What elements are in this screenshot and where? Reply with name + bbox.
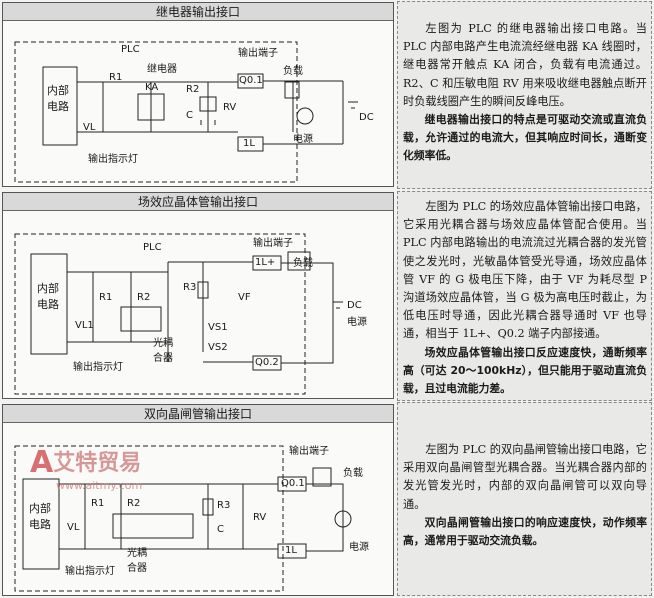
q-terminal: Q0.2: [255, 357, 279, 368]
watermark-url: www.aitmy.com: [56, 479, 143, 492]
section-title: 场效应晶体管输出接口: [3, 193, 393, 211]
section-title: 双向晶闸管输出接口: [3, 405, 393, 423]
r1-label: R1: [109, 72, 123, 83]
fet-circuit-diagram: PLC 内部电路 R1 R2 VL1 R3 VF VS1 VS2 输出端子 1L…: [3, 212, 393, 398]
q-terminal: Q0.1: [239, 75, 263, 86]
triac-circuit-diagram: 内部电路 R1 R2 VL R3 C RV 输出端子 Q0.1 负载 1L 电源…: [3, 424, 393, 595]
fet-output-section: 场效应晶体管输出接口 PLC 内部电路 R1 R2 VL1 R3 VF VS1 …: [2, 192, 394, 399]
terminal-label: 输出端子: [289, 446, 329, 457]
indicator-label: 输出指示灯: [88, 154, 138, 165]
watermark-a-icon: A: [30, 445, 54, 480]
r3-label: R3: [183, 282, 197, 293]
r2-label: R2: [186, 84, 200, 95]
relay-circuit-wires: [14, 41, 358, 183]
fet-circuit-wires: [14, 233, 343, 395]
internal-circuit-label: 内部电路: [37, 282, 59, 311]
c-label: C: [186, 110, 193, 121]
fet-description: 左图为 PLC 的场效应晶体管输出接口电路，它采用光耦合器与场效应晶体管配合使用…: [397, 191, 652, 401]
load-label: 负载: [293, 258, 313, 269]
q-terminal: Q0.1: [281, 478, 305, 489]
relay-description: 左图为 PLC 的继电器输出接口电路。当 PLC 内部电路产生电流流经继电器 K…: [397, 1, 652, 189]
load-label: 负载: [343, 468, 363, 479]
internal-circuit-label: 内部电路: [47, 84, 69, 113]
dc-label: DC: [347, 300, 362, 311]
internal-circuit-label: 内部电路: [29, 502, 51, 531]
l-terminal: 1L: [243, 138, 255, 149]
c-label: C: [217, 524, 224, 535]
source-label: 电源: [347, 317, 367, 328]
ka-label: KA: [145, 82, 159, 93]
relay-output-section: 继电器输出接口 PLC 内部电路 R1 VL KA 继电器 R2 C RV 输出…: [2, 2, 394, 187]
vl-label: VL: [83, 122, 96, 133]
vs2-label: VS2: [208, 342, 228, 353]
terminal-label: 输出端子: [238, 48, 278, 59]
r1-label: R1: [99, 292, 113, 303]
r1-label: R1: [91, 498, 105, 509]
r2-label: R2: [137, 292, 151, 303]
rv-label: RV: [253, 512, 267, 523]
dc-label: DC: [359, 112, 374, 123]
description-text: 左图为 PLC 的继电器输出接口电路。当 PLC 内部电路产生电流流经继电器 K…: [403, 22, 647, 108]
plc-label: PLC: [121, 44, 140, 55]
vs1-label: VS1: [208, 322, 228, 333]
indicator-label: 输出指示灯: [65, 566, 115, 577]
relay-label: 继电器: [147, 64, 177, 75]
plc-label: PLC: [143, 242, 162, 253]
triac-circuit-wires: [14, 445, 352, 592]
relay-circuit-diagram: PLC 内部电路 R1 VL KA 继电器 R2 C RV 输出端子 Q0.1 …: [3, 22, 393, 186]
vl-label: VL: [67, 522, 80, 533]
rv-label: RV: [223, 102, 237, 113]
coupler-label: 光耦合器: [127, 548, 147, 574]
indicator-label: 输出指示灯: [73, 362, 123, 373]
feature-text: 继电器输出接口的特点是可驱动交流或直流负载，允许通过的电流大，但其响应时间长，通…: [403, 113, 647, 163]
watermark-brand: 艾特贸易: [53, 451, 142, 476]
triac-description: 左图为 PLC 的双向晶闸管输出接口电路，它采用双向晶闸管型光耦合器。当光耦合器…: [397, 402, 652, 596]
coupler-label: 光耦合器: [153, 338, 173, 364]
source-label: 电源: [349, 542, 369, 553]
description-text: 左图为 PLC 的双向晶闸管输出接口电路，它采用双向晶闸管型光耦合器。当光耦合器…: [403, 443, 647, 511]
watermark-logo: A艾特贸易 www.aitmy.com: [30, 445, 142, 492]
load-label: 负载: [283, 66, 303, 77]
section-title: 继电器输出接口: [3, 3, 393, 21]
l-terminal: 1L: [285, 545, 297, 556]
feature-text: 场效应晶体管输出接口反应速度快，通断频率高（可达 20～100kHz），但只能用…: [403, 345, 647, 396]
vl-label: VL1: [75, 320, 94, 331]
triac-output-section: 双向晶闸管输出接口 内部电路 R1 R2 VL R3 C RV 输出端子 Q0.…: [2, 404, 394, 596]
terminal-label: 输出端子: [253, 238, 293, 249]
r3-label: R3: [217, 500, 231, 511]
l-terminal: 1L+: [255, 257, 276, 268]
feature-text: 双向晶闸管输出接口的响应速度快，动作频率高，通常用于驱动交流负载。: [403, 515, 647, 548]
source-label: 电源: [293, 134, 313, 145]
r2-label: R2: [127, 498, 141, 509]
description-text: 左图为 PLC 的场效应晶体管输出接口电路，它采用光耦合器与场效应晶体管配合使用…: [403, 200, 647, 341]
vf-label: VF: [238, 292, 251, 303]
